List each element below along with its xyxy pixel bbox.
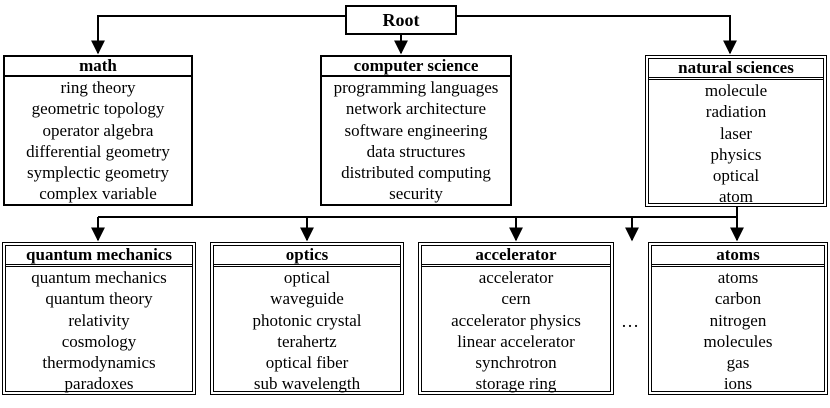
term: operator algebra [42, 120, 154, 140]
term: quantum theory [45, 289, 153, 309]
term-list: ring theory geometric topology operator … [5, 77, 191, 205]
term: terahertz [277, 331, 337, 351]
term: ions [723, 374, 753, 394]
term: network architecture [345, 99, 487, 119]
node-title: quantum mechanics [6, 246, 192, 267]
term: security [389, 184, 443, 204]
term-list: atoms carbon nitrogen molecules gas ions [652, 267, 824, 395]
node-title: math [5, 57, 191, 77]
term: atom [719, 187, 753, 207]
term: physics [710, 144, 762, 164]
term-list: accelerator cern accelerator physics lin… [422, 267, 610, 395]
term: optical fiber [265, 353, 349, 373]
term-list: quantum mechanics quantum theory relativ… [6, 267, 192, 395]
term: relativity [68, 310, 130, 330]
node-math: math ring theory geometric topology oper… [3, 55, 193, 206]
term: software engineering [344, 120, 488, 140]
term: differential geometry [26, 141, 170, 161]
term: optical [712, 166, 760, 186]
term: storage ring [475, 374, 557, 394]
term: quantum mechanics [31, 268, 167, 287]
edge-bus [98, 207, 738, 218]
node-computer-science: computer science programming languages n… [320, 55, 512, 206]
root-node: Root [345, 5, 457, 35]
term: linear accelerator [457, 331, 575, 351]
term-list: optical waveguide photonic crystal terah… [214, 267, 400, 395]
term: optical [283, 268, 331, 287]
term: accelerator [478, 268, 554, 287]
node-atoms: atoms atoms carbon nitrogen molecules ga… [648, 242, 828, 395]
node-accelerator: accelerator accelerator cern accelerator… [418, 242, 614, 395]
term: radiation [705, 102, 767, 122]
node-title: accelerator [422, 246, 610, 267]
node-title: atoms [652, 246, 824, 267]
term: accelerator physics [451, 310, 581, 330]
term: gas [726, 353, 750, 373]
term: sub wavelength [253, 374, 361, 394]
term: distributed computing [341, 163, 491, 183]
term: cosmology [61, 331, 137, 351]
term: waveguide [270, 289, 344, 309]
term: paradoxes [64, 374, 134, 394]
edge-root-natural-sciences [457, 15, 737, 55]
term: nitrogen [709, 310, 767, 330]
node-title: natural sciences [649, 59, 823, 80]
term: molecules [703, 331, 773, 351]
term: molecule [704, 81, 768, 100]
node-title: optics [214, 246, 400, 267]
term: thermodynamics [42, 353, 156, 373]
term: programming languages [333, 78, 499, 97]
term: symplectic geometry [26, 163, 170, 183]
term: photonic crystal [252, 310, 362, 330]
term: synchrotron [475, 353, 557, 373]
term-list: molecule radiation laser physics optical… [649, 80, 823, 208]
term: complex variable [39, 184, 157, 204]
term-list: programming languages network architectu… [322, 77, 510, 205]
node-quantum-mechanics: quantum mechanics quantum mechanics quan… [2, 242, 196, 395]
term: carbon [714, 289, 762, 309]
term: geometric topology [31, 99, 165, 119]
term: atoms [717, 268, 759, 287]
edge-root-math [91, 15, 345, 55]
more-nodes-ellipsis: … [621, 311, 639, 331]
node-title: computer science [322, 57, 510, 77]
term: ring theory [60, 78, 136, 97]
term: data structures [366, 141, 466, 161]
term: laser [719, 123, 753, 143]
node-natural-sciences: natural sciences molecule radiation lase… [645, 55, 827, 207]
node-optics: optics optical waveguide photonic crysta… [210, 242, 404, 395]
term: cern [501, 289, 531, 309]
